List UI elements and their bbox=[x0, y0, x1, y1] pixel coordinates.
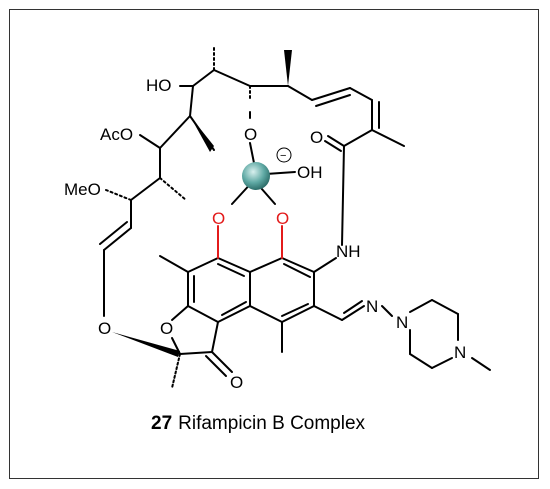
ansa-chain-bonds bbox=[99, 47, 405, 317]
atom-labels: HO AcO MeO O O OH − O O NH N N N O O O bbox=[64, 76, 466, 392]
label-ho: HO bbox=[146, 76, 172, 95]
label-oh: OH bbox=[297, 163, 323, 182]
label-o-furan: O bbox=[160, 319, 173, 338]
caption-number: 27 bbox=[151, 413, 172, 434]
label-nh: NH bbox=[336, 242, 361, 261]
label-meo: MeO bbox=[64, 180, 101, 199]
label-charge: − bbox=[280, 150, 286, 162]
metal-atom bbox=[242, 162, 270, 190]
wedge-methyl bbox=[284, 50, 292, 86]
label-o-metal-top: O bbox=[244, 125, 257, 144]
wedge-o bbox=[112, 332, 180, 357]
naphthalene-core bbox=[159, 225, 393, 353]
furanone-ring bbox=[112, 305, 233, 389]
label-n-pip2: N bbox=[454, 343, 466, 362]
label-o-amide: O bbox=[310, 128, 323, 147]
label-aco: AcO bbox=[100, 125, 133, 144]
label-n-pip1: N bbox=[396, 313, 408, 332]
caption-name: Rifampicin B Complex bbox=[178, 413, 365, 434]
label-o-ring: O bbox=[98, 319, 111, 338]
wedge-down bbox=[190, 116, 214, 152]
piperazine-ring bbox=[409, 299, 491, 371]
metal-center bbox=[231, 147, 296, 205]
figure-frame bbox=[9, 9, 539, 479]
figure-caption: 27 Rifampicin B Complex bbox=[151, 413, 366, 434]
label-n-imine: N bbox=[366, 297, 378, 316]
charge-circle bbox=[276, 147, 292, 163]
label-o-red-left: O bbox=[212, 209, 225, 228]
label-o-ketone: O bbox=[230, 373, 243, 392]
label-o-red-right: O bbox=[276, 209, 289, 228]
